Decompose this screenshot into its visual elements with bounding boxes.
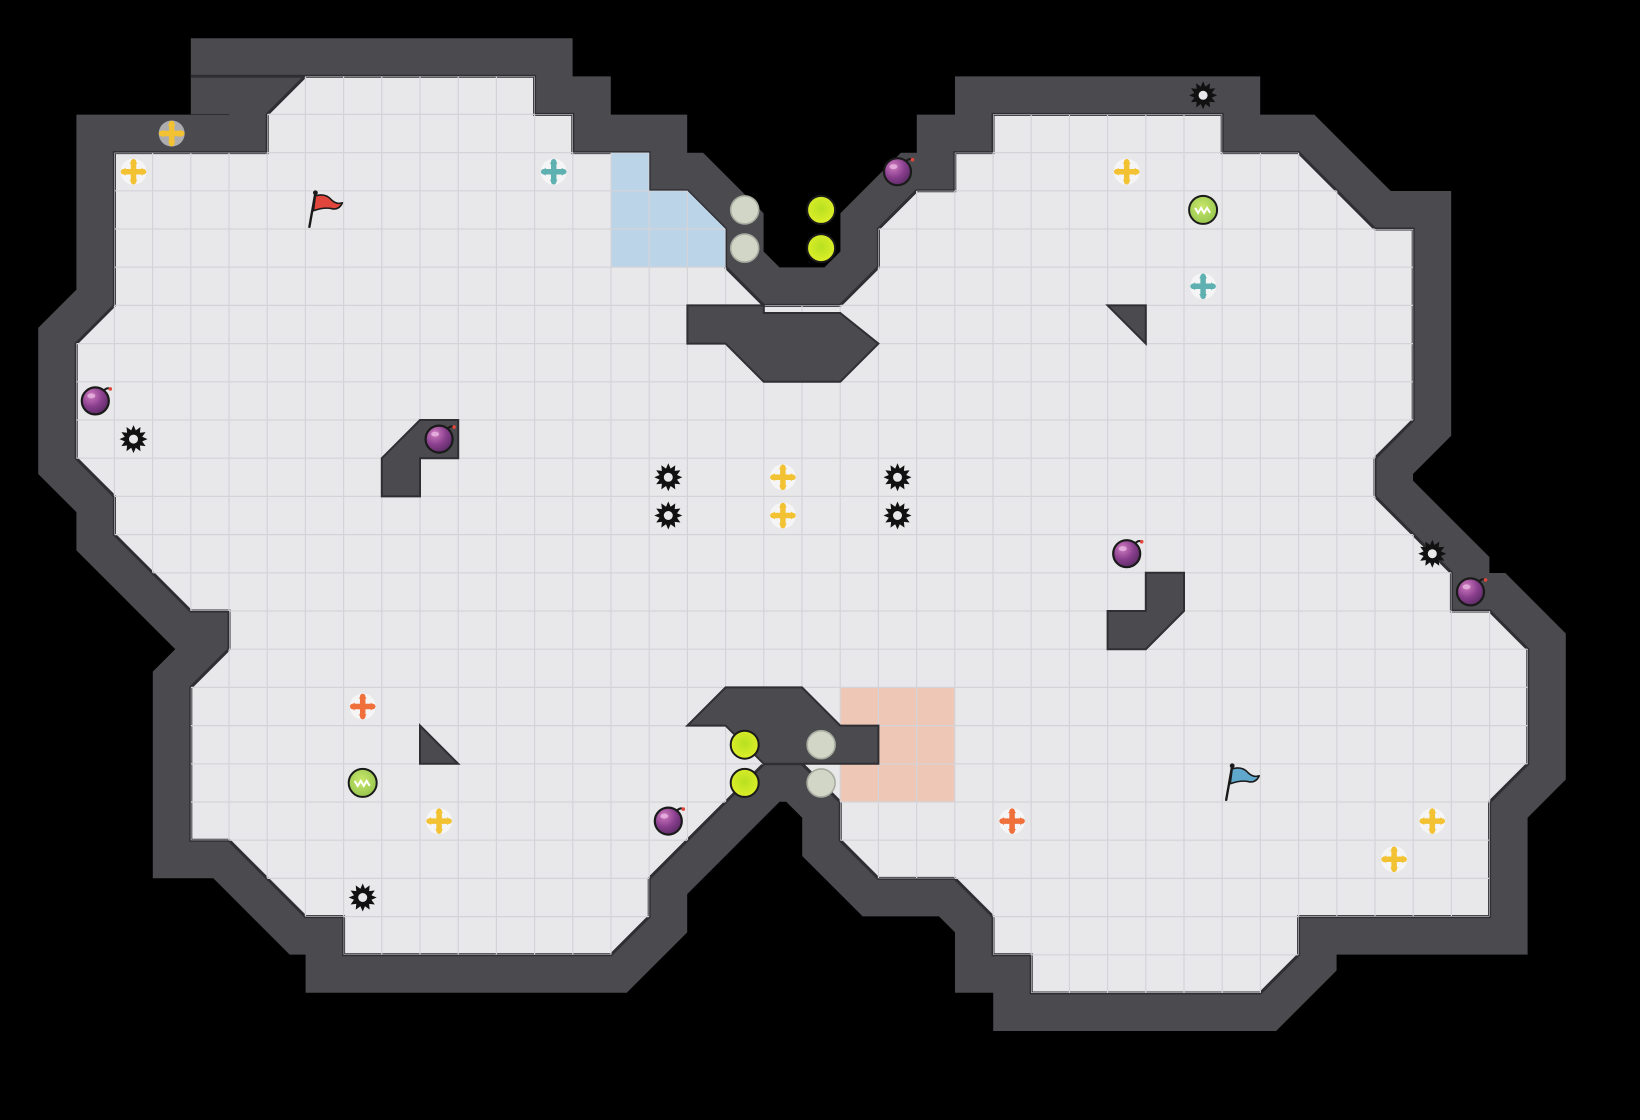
red-flag-icon	[308, 190, 344, 228]
yellow-powerup-icon	[1381, 846, 1408, 873]
yellow-powerup-icon	[1113, 158, 1140, 185]
yellow-powerup-icon	[1419, 808, 1446, 835]
spike-icon	[654, 501, 683, 530]
gate-on-icon	[806, 194, 837, 225]
gate-on-icon	[806, 233, 837, 264]
yellow-powerup-icon	[769, 464, 796, 491]
bomb-icon	[1112, 539, 1144, 569]
gate-off-icon	[806, 729, 836, 760]
right-block-wall	[1106, 571, 1185, 651]
teal-powerup-icon	[1190, 273, 1217, 300]
inner-walls	[380, 304, 1185, 765]
yellow-powerup-icon	[769, 502, 796, 529]
blue-flag-icon	[1225, 763, 1260, 801]
bomb-icon	[653, 806, 686, 836]
spike-icon	[348, 883, 377, 912]
spike-icon	[883, 501, 912, 530]
bomb-icon	[424, 424, 456, 454]
gate-off-icon	[806, 768, 836, 798]
orange-powerup-icon	[349, 693, 376, 720]
spike-icon	[654, 463, 683, 492]
teal-powerup-icon	[540, 158, 567, 185]
boost-pad-icon	[1188, 194, 1219, 225]
gate-on-icon	[729, 767, 760, 798]
left-wedge-wall	[419, 723, 461, 765]
gate-off-icon	[729, 233, 760, 263]
gate-off-icon	[729, 195, 760, 225]
spike-icon	[1418, 539, 1447, 568]
orange-powerup-icon	[999, 808, 1026, 835]
spike-icon	[119, 425, 148, 454]
bomb-icon	[882, 157, 915, 187]
bomb-icon	[80, 386, 113, 416]
spike-icon	[1189, 81, 1218, 110]
gate-on-icon	[729, 729, 760, 760]
objects-layer	[80, 81, 1488, 912]
yellow-powerup-icon	[158, 120, 185, 147]
boost-pad-icon	[347, 767, 378, 798]
bomb-icon	[1455, 577, 1488, 607]
yellow-powerup-icon	[120, 158, 147, 185]
spike-icon	[883, 463, 912, 492]
yellow-powerup-icon	[426, 808, 453, 835]
right-wedge-wall	[1105, 304, 1147, 347]
upper-center-wall	[686, 304, 880, 383]
